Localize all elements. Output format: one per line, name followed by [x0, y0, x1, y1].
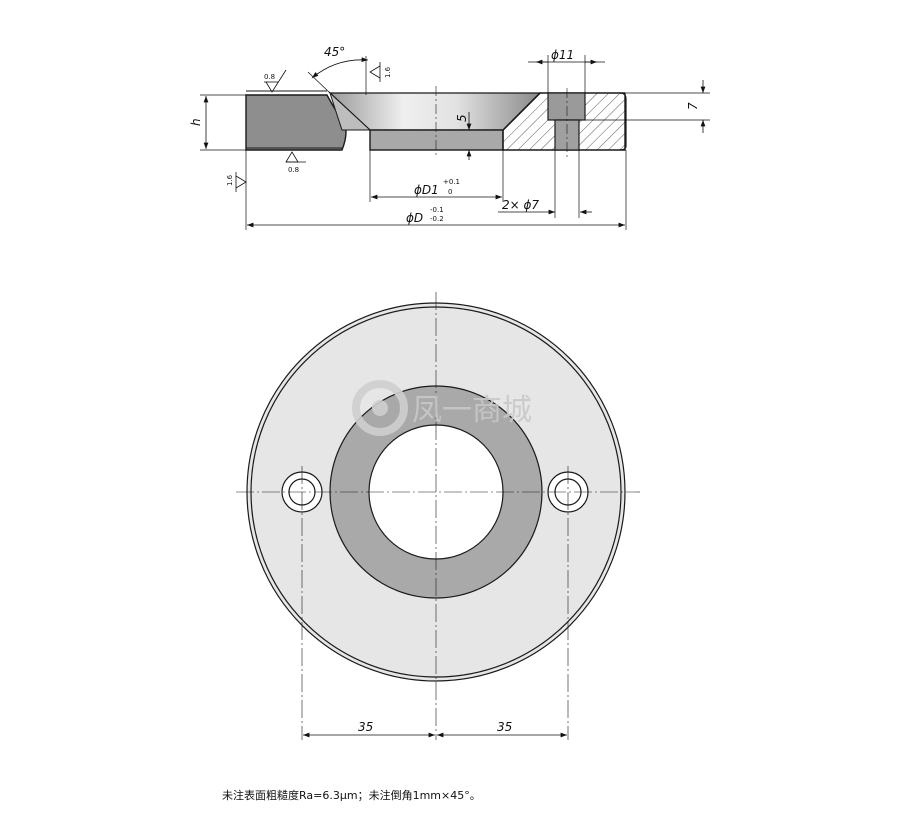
roughness-side-label: 1.6	[226, 174, 234, 186]
section-view: h 45° ϕ11 7 5	[189, 45, 710, 230]
dim-recess-depth-label: 5	[455, 114, 469, 122]
dim-inner-dia-label: ϕD1	[414, 183, 439, 197]
dim-chamfer-angle-label: 45°	[324, 45, 345, 59]
dim-hole-callout: 2× ϕ7	[498, 150, 592, 218]
technical-note: 未注表面粗糙度Ra=6.3μm；未注倒角1mm×45°。	[222, 789, 481, 802]
dim-outer-dia-label: ϕD	[406, 211, 423, 225]
dim-counterbore-dia: ϕ11	[528, 48, 605, 93]
roughness-cone-label: 1.6	[384, 66, 392, 78]
dim-inner-dia: ϕD1 +0.1 0	[369, 150, 504, 202]
dim-counterbore-dia-label: ϕ11	[551, 48, 574, 62]
dim-hole-spacing-right-label: 35	[497, 720, 512, 734]
roughness-side-symbol: 1.6	[226, 172, 247, 192]
dim-inner-dia-tol-upper: +0.1	[443, 178, 460, 186]
dim-outer-dia-tol-upper: -0.1	[430, 206, 444, 214]
dim-chamfer-angle: 45°	[307, 45, 369, 95]
section-recess	[369, 129, 504, 151]
roughness-top-symbol: 0.8	[264, 69, 287, 93]
dim-recess-depth: 5	[455, 112, 472, 160]
roughness-top-label: 0.8	[264, 73, 275, 81]
roughness-bottom-label: 0.8	[288, 166, 299, 174]
dim-counterbore-depth-label: 7	[686, 102, 700, 110]
dim-outer-dia-tol-lower: -0.2	[430, 215, 444, 223]
section-counterbore	[547, 92, 586, 121]
dim-hole-spacing-left-label: 35	[358, 720, 373, 734]
dim-outer-dia: ϕD -0.1 -0.2	[245, 150, 627, 230]
dim-thickness: h	[189, 94, 246, 151]
dim-thickness-label: h	[189, 118, 203, 126]
plan-view: 凤一商城 35 35	[236, 292, 640, 740]
roughness-bottom-symbol: 0.8	[285, 151, 306, 174]
roughness-cone-symbol: 1.6	[369, 62, 392, 82]
watermark: 凤一商城	[352, 380, 532, 436]
section-left-body	[245, 94, 347, 151]
dim-hole-callout-label: 2× ϕ7	[502, 198, 539, 212]
dim-counterbore-depth: 7	[585, 80, 710, 133]
dim-inner-dia-tol-lower: 0	[448, 188, 452, 196]
watermark-text: 凤一商城	[412, 393, 532, 428]
section-left-chamfer	[328, 91, 372, 131]
dim-hole-spacing: 35 35	[303, 720, 567, 738]
